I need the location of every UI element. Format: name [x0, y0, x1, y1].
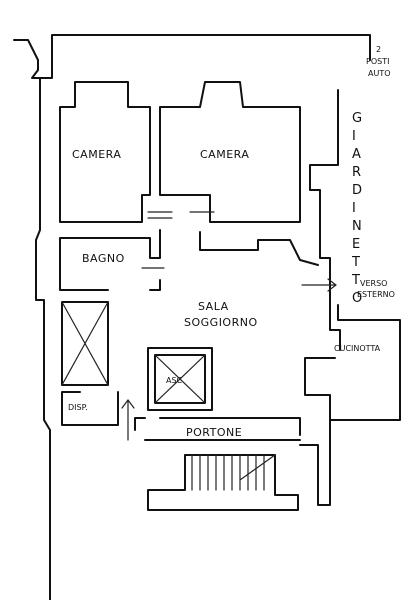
- dispensa-walls: [61, 391, 119, 426]
- stair-box: [147, 454, 299, 511]
- lift-x: [154, 354, 206, 404]
- svg-text:D: D: [352, 183, 362, 198]
- posti-auto-label-2: AUTO: [368, 69, 391, 78]
- svg-text:T: T: [351, 255, 360, 270]
- room-camera-2: CAMERA: [200, 148, 249, 161]
- garden-boundary: [309, 89, 341, 351]
- verso-label: VERSO: [360, 279, 387, 288]
- svg-text:I: I: [352, 129, 356, 144]
- svg-text:T: T: [351, 273, 360, 288]
- room-camera-1: CAMERA: [72, 148, 121, 161]
- room-cucinotta: CUCINOTTA: [334, 344, 381, 353]
- giardinetto-label: G I A R D I N E T T O: [351, 111, 362, 306]
- stair-treads: [191, 454, 276, 491]
- stair-right-wall: [299, 419, 331, 506]
- living-east-step: [337, 304, 353, 321]
- room-asc: ASC: [166, 376, 183, 385]
- svg-text:N: N: [352, 219, 362, 234]
- svg-text:G: G: [352, 111, 362, 126]
- posti-auto-label: POSTI: [366, 57, 389, 66]
- room-sala: SALA: [198, 300, 229, 313]
- outer-wall-top: [13, 34, 371, 79]
- camera-1-walls: [59, 81, 151, 223]
- svg-text:R: R: [352, 165, 361, 180]
- portone-walls: [134, 417, 301, 441]
- posti-auto-number: 2: [376, 45, 381, 54]
- shaft-x: [61, 301, 109, 386]
- svg-text:A: A: [352, 147, 361, 162]
- entrance-arrow: [301, 278, 337, 292]
- svg-text:O: O: [352, 291, 362, 306]
- room-disp: DISP.: [68, 403, 88, 412]
- cucinotta-walls: [304, 319, 401, 421]
- camera-2-walls: [159, 81, 301, 223]
- esterno-label: ESTERNO: [357, 290, 395, 299]
- living-north-wall: [199, 231, 319, 266]
- room-bagno: BAGNO: [82, 252, 125, 265]
- room-portone: PORTONE: [186, 426, 242, 439]
- svg-text:E: E: [352, 237, 360, 252]
- room-soggiorno: SOGGIORNO: [184, 316, 258, 329]
- dispensa-door-arrow: [121, 399, 135, 441]
- bagno-walls: [59, 229, 161, 291]
- lift-outer: [147, 347, 213, 411]
- door-mark-camera-1: [147, 211, 173, 219]
- outer-wall-left: [35, 77, 51, 600]
- svg-text:I: I: [352, 201, 356, 216]
